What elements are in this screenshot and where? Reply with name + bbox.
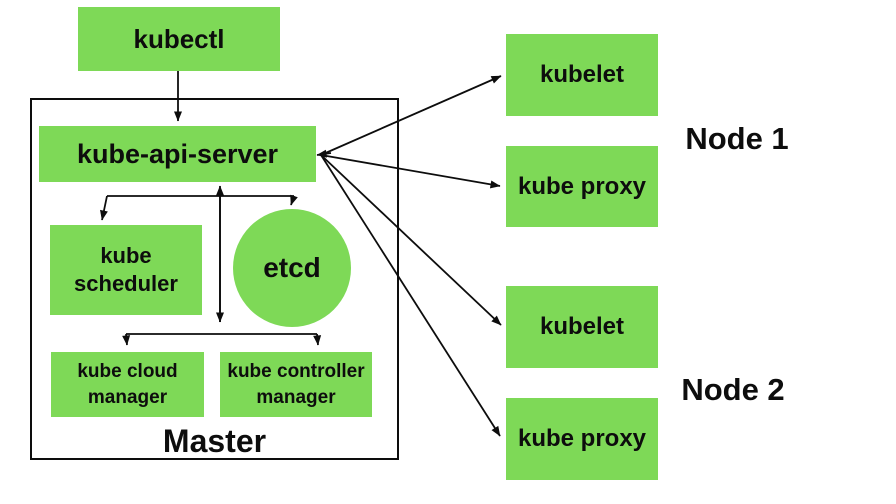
kube-api-server-label: kube-api-server bbox=[76, 138, 279, 169]
kube-scheduler-box: kube scheduler bbox=[50, 225, 202, 315]
node1-kube-proxy-box: kube proxy bbox=[506, 146, 658, 227]
kubectl-label: kubectl bbox=[133, 23, 225, 54]
node2-kubelet-label: kubelet bbox=[539, 313, 625, 340]
node1-kubelet-box: kubelet bbox=[506, 34, 658, 116]
node1-kubelet-label: kubelet bbox=[539, 61, 625, 88]
kube-api-server-box: kube-api-server bbox=[39, 126, 316, 182]
node1-label: Node 1 bbox=[685, 121, 789, 156]
kube-scheduler-label-line2: scheduler bbox=[74, 271, 178, 296]
kube-cloud-manager-label-line1: kube cloud bbox=[77, 360, 178, 382]
etcd-label: etcd bbox=[263, 252, 321, 283]
master-label: Master bbox=[162, 423, 267, 459]
kube-cloud-manager-box: kube cloud manager bbox=[51, 352, 204, 417]
node2-kubelet-box: kubelet bbox=[506, 286, 658, 368]
kube-scheduler-label-line1: kube bbox=[100, 242, 152, 268]
kube-controller-manager-label-line2: manager bbox=[256, 386, 336, 408]
node2-label: Node 2 bbox=[681, 372, 785, 407]
node2-kube-proxy-box: kube proxy bbox=[506, 398, 658, 480]
node1-kube-proxy-label: kube proxy bbox=[517, 172, 647, 200]
kube-controller-manager-label-line1: kube controller bbox=[227, 360, 365, 382]
kube-cloud-manager-label-line2: manager bbox=[87, 386, 168, 408]
kube-controller-manager-box: kube controller manager bbox=[220, 352, 372, 417]
kubectl-box: kubectl bbox=[78, 7, 280, 71]
node2-kube-proxy-label: kube proxy bbox=[517, 425, 647, 452]
etcd-circle: etcd bbox=[233, 209, 351, 327]
